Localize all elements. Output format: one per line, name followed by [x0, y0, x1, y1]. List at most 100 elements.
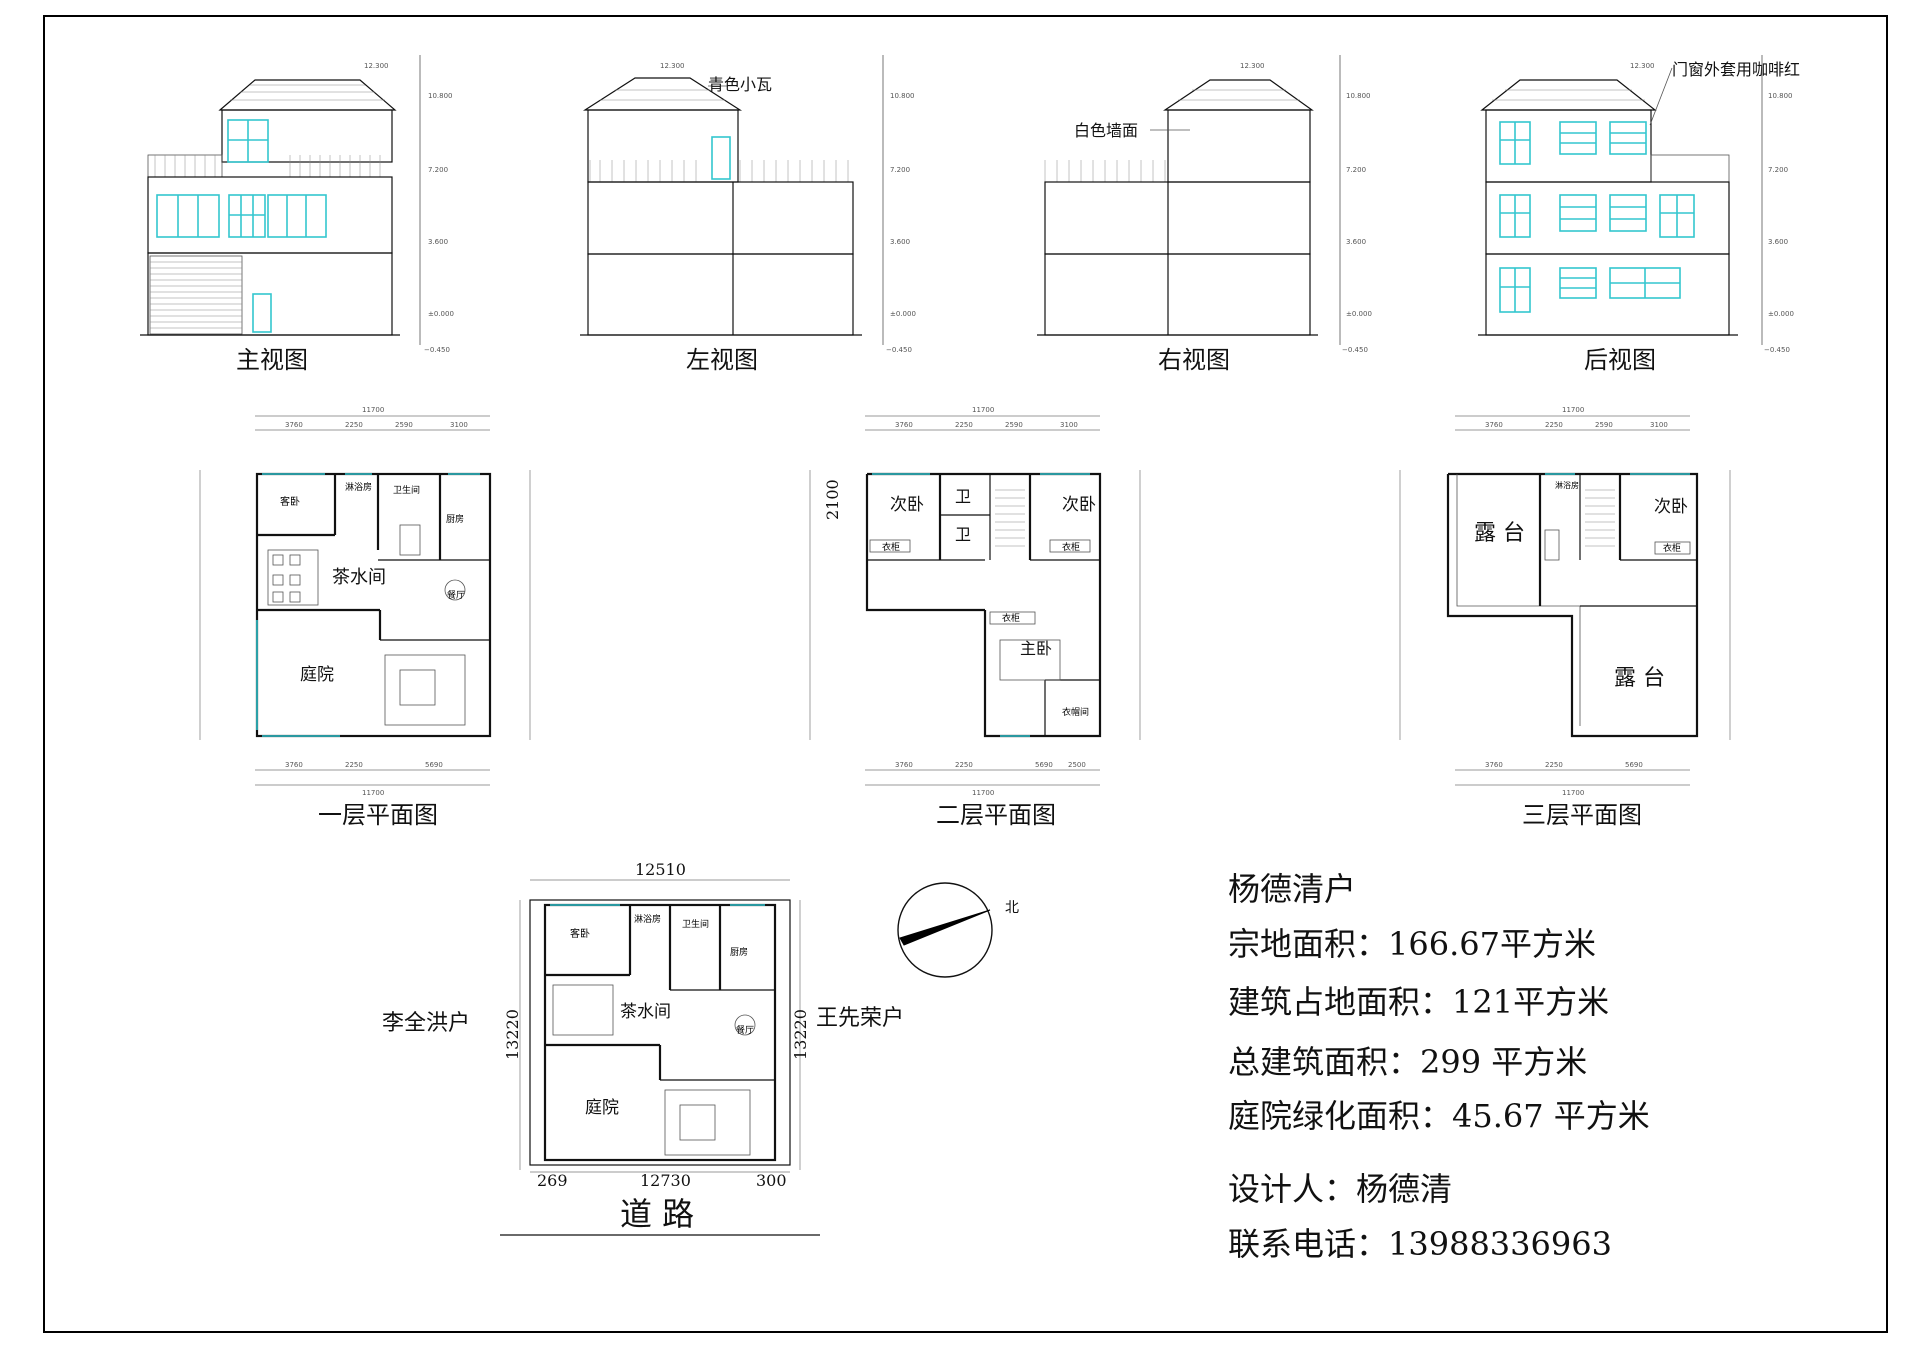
svg-text:3.600: 3.600: [890, 238, 910, 246]
svg-text:露 台: 露 台: [1614, 666, 1665, 691]
svg-text:7.200: 7.200: [1768, 166, 1788, 174]
designer: 设计人：杨德清: [1228, 1170, 1452, 1208]
svg-text:7.200: 7.200: [428, 166, 448, 174]
footprint-area: 建筑占地面积：121平方米: [1228, 983, 1609, 1021]
north-arrow: 北: [897, 882, 1019, 978]
svg-text:次卧: 次卧: [890, 495, 924, 515]
svg-text:2250: 2250: [345, 421, 363, 429]
green-area: 庭院绿化面积：45.67 平方米: [1228, 1097, 1650, 1135]
svg-text:12.300: 12.300: [1630, 62, 1655, 70]
site-width-top: 12510: [635, 860, 686, 879]
svg-text:±0.000: ±0.000: [428, 310, 454, 318]
svg-text:茶水间: 茶水间: [332, 567, 386, 588]
caption-floor2: 二层平面图: [936, 801, 1056, 829]
svg-text:3.600: 3.600: [1768, 238, 1788, 246]
svg-text:次卧: 次卧: [1654, 497, 1688, 517]
right-neighbor: 王先荣户: [816, 1006, 904, 1031]
floor1-plan: 11700 3760 2250 2590 3100 客卧 淋浴房: [199, 406, 531, 829]
svg-text:±0.000: ±0.000: [1768, 310, 1794, 318]
svg-text:−0.450: −0.450: [1764, 346, 1790, 354]
svg-text:5690: 5690: [1035, 761, 1053, 769]
svg-text:淋浴房: 淋浴房: [1555, 480, 1579, 490]
caption-left: 左视图: [686, 346, 758, 374]
svg-text:客卧: 客卧: [280, 495, 300, 508]
svg-text:3100: 3100: [1060, 421, 1078, 429]
site-left-depth: 13220: [503, 1009, 522, 1060]
svg-text:7.200: 7.200: [890, 166, 910, 174]
total-area: 总建筑面积：299 平方米: [1228, 1043, 1587, 1081]
svg-text:2250: 2250: [345, 761, 363, 769]
svg-text:11700: 11700: [972, 406, 994, 414]
svg-text:3760: 3760: [895, 761, 913, 769]
svg-text:11700: 11700: [1562, 406, 1584, 414]
svg-text:厨房: 厨房: [446, 513, 464, 525]
caption-front: 主视图: [236, 346, 308, 374]
right-elevation: 白色墙面 10.800 7.200 3.600 ±0.000 −0.450 12…: [1037, 55, 1372, 374]
caption-floor3: 三层平面图: [1522, 801, 1642, 829]
svg-text:3760: 3760: [285, 421, 303, 429]
svg-text:3100: 3100: [1650, 421, 1668, 429]
site-plan: 12510 客卧 淋浴房 卫生间 厨房 茶水间 餐厅 庭院 13220 1322…: [382, 860, 904, 1236]
svg-text:淋浴房: 淋浴房: [634, 913, 661, 925]
svg-text:3760: 3760: [1485, 761, 1503, 769]
left-elevation: 青色小瓦 10.800 7.200 3.600 ±0.000 −0.450 12…: [580, 55, 916, 374]
svg-text:卫生间: 卫生间: [682, 918, 709, 930]
svg-text:茶水间: 茶水间: [620, 1002, 671, 1022]
svg-text:2500: 2500: [1068, 761, 1086, 769]
svg-text:庭院: 庭院: [585, 1098, 619, 1118]
floor2-side-dim: 2100: [823, 479, 842, 520]
svg-text:−0.450: −0.450: [886, 346, 912, 354]
svg-text:2250: 2250: [1545, 421, 1563, 429]
svg-text:2250: 2250: [1545, 761, 1563, 769]
svg-text:10.800: 10.800: [890, 92, 915, 100]
svg-text:衣柜: 衣柜: [1002, 612, 1020, 624]
front-elevation: 10.800 7.200 3.600 ±0.000 −0.450 12.300 …: [140, 55, 454, 374]
phone: 联系电话：13988336963: [1228, 1225, 1612, 1263]
north-label: 北: [1005, 900, 1019, 916]
svg-text:主卧: 主卧: [1020, 639, 1052, 658]
site-left-offset: 269: [537, 1171, 568, 1190]
svg-text:±0.000: ±0.000: [890, 310, 916, 318]
svg-text:3760: 3760: [1485, 421, 1503, 429]
svg-text:2590: 2590: [1005, 421, 1023, 429]
svg-text:2590: 2590: [1595, 421, 1613, 429]
svg-text:淋浴房: 淋浴房: [345, 481, 372, 493]
floor3-plan: 11700 3760 2250 2590 3100 露 台 次卧 露 台 淋浴房…: [1399, 406, 1731, 829]
svg-text:3100: 3100: [450, 421, 468, 429]
svg-text:次卧: 次卧: [1062, 495, 1096, 515]
project-info: 杨德清户 宗地面积：166.67平方米 建筑占地面积：121平方米 总建筑面积：…: [1228, 870, 1650, 1263]
svg-text:卫: 卫: [955, 525, 971, 544]
svg-text:2590: 2590: [395, 421, 413, 429]
site-width-bottom: 12730: [640, 1171, 691, 1190]
caption-rear: 后视图: [1584, 346, 1656, 374]
svg-text:±0.000: ±0.000: [1346, 310, 1372, 318]
svg-text:客卧: 客卧: [570, 927, 590, 940]
svg-text:10.800: 10.800: [428, 92, 453, 100]
lot-area: 宗地面积：166.67平方米: [1228, 925, 1596, 963]
svg-text:−0.450: −0.450: [1342, 346, 1368, 354]
svg-text:衣帽间: 衣帽间: [1062, 706, 1089, 718]
floor2-plan: 11700 3760 2250 2590 3100 次卧: [809, 406, 1141, 829]
svg-text:2250: 2250: [955, 421, 973, 429]
site-right-offset: 300: [756, 1171, 787, 1190]
svg-text:5690: 5690: [425, 761, 443, 769]
svg-text:12.300: 12.300: [364, 62, 389, 70]
svg-text:餐厅: 餐厅: [447, 589, 465, 601]
svg-text:衣柜: 衣柜: [882, 541, 900, 553]
svg-text:5690: 5690: [1625, 761, 1643, 769]
road-label: 道 路: [620, 1195, 694, 1233]
right-elevation-note: 白色墙面: [1074, 121, 1138, 140]
svg-text:3.600: 3.600: [428, 238, 448, 246]
svg-text:衣柜: 衣柜: [1663, 542, 1681, 554]
svg-text:10.800: 10.800: [1768, 92, 1793, 100]
svg-text:3760: 3760: [285, 761, 303, 769]
svg-text:厨房: 厨房: [730, 946, 748, 958]
svg-text:餐厅: 餐厅: [736, 1024, 754, 1036]
svg-text:−0.450: −0.450: [424, 346, 450, 354]
svg-text:庭院: 庭院: [300, 665, 334, 685]
svg-text:10.800: 10.800: [1346, 92, 1371, 100]
rear-elevation: 门窗外套用咖啡红 10.800 7.200 3.600 ±0.000 −0.45…: [1478, 55, 1800, 374]
svg-text:衣柜: 衣柜: [1062, 541, 1080, 553]
svg-text:2250: 2250: [955, 761, 973, 769]
